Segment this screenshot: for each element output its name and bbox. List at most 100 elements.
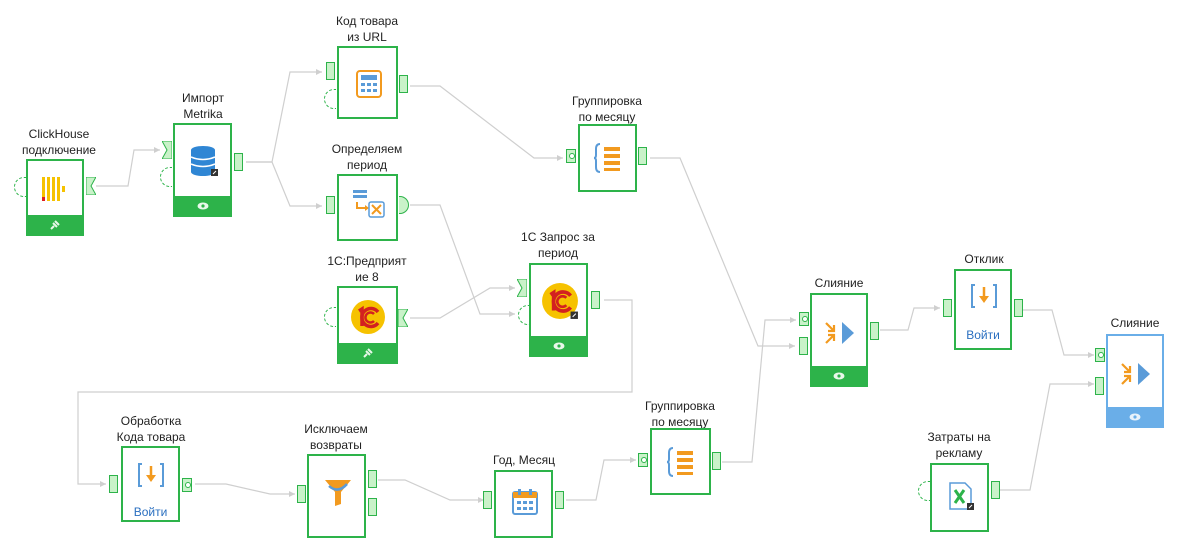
label-line: Metrika (183, 107, 223, 121)
merge-node-1[interactable] (810, 293, 868, 387)
label-line: Отклик (964, 252, 1004, 266)
input-port[interactable] (943, 299, 952, 317)
login-link[interactable]: Войти (966, 328, 1000, 342)
wire (195, 483, 295, 495)
input-port-dot[interactable] (799, 312, 809, 326)
output-port[interactable] (368, 470, 377, 488)
merge-icon (1121, 363, 1150, 385)
node-label: Затраты на рекламу (928, 429, 991, 461)
eye-icon[interactable] (197, 202, 209, 210)
label-line: из URL (347, 30, 387, 44)
onec-query-node[interactable] (529, 263, 588, 357)
label-line: Исключаем (304, 422, 368, 436)
eye-icon[interactable] (1129, 413, 1141, 421)
node-footer (339, 343, 396, 362)
grouping-icon (667, 447, 693, 477)
input-port[interactable] (799, 337, 808, 355)
output-port[interactable] (991, 481, 1000, 499)
database-icon (190, 146, 218, 176)
wire (1022, 309, 1094, 356)
wire (722, 319, 796, 463)
input-port[interactable] (109, 475, 118, 493)
output-port[interactable] (399, 75, 408, 93)
label-line: 1С:Предприят (327, 254, 407, 268)
input-port[interactable] (326, 62, 335, 80)
input-port-dashed[interactable] (14, 177, 26, 197)
label-line: Слияние (1110, 316, 1160, 330)
wire (410, 287, 515, 319)
output-port[interactable] (870, 322, 879, 340)
wire (410, 204, 515, 315)
wire (378, 479, 484, 501)
processing-node[interactable]: Войти (121, 446, 180, 522)
output-port[interactable] (555, 491, 564, 509)
input-port[interactable] (297, 485, 306, 503)
grouping-icon (594, 143, 620, 173)
input-port[interactable] (1095, 377, 1104, 395)
input-port-dashed[interactable] (518, 305, 530, 325)
clickhouse-node[interactable] (26, 159, 84, 236)
wire (77, 299, 633, 485)
wire (1000, 383, 1094, 491)
output-port-flag[interactable] (86, 177, 96, 195)
label-line: ие 8 (355, 270, 379, 284)
wire (246, 71, 322, 163)
node-label: Определяем период (332, 141, 403, 173)
input-port[interactable] (326, 196, 335, 214)
label-line: Группировка (572, 94, 642, 108)
period-node[interactable] (337, 174, 398, 241)
eye-icon[interactable] (833, 372, 845, 380)
label-line: Год, Месяц (493, 453, 555, 467)
node-label: 1С Запрос за период (521, 229, 595, 261)
input-port-dashed[interactable] (160, 167, 172, 187)
node-footer (812, 366, 866, 385)
ad-costs-node[interactable] (930, 463, 989, 532)
input-port-dot[interactable] (638, 453, 648, 467)
output-port[interactable] (638, 147, 647, 165)
input-port-dot[interactable] (1095, 348, 1105, 362)
label-line: подключение (22, 143, 96, 157)
group-by-month-node-2[interactable] (650, 428, 711, 495)
input-port-dashed[interactable] (324, 307, 336, 327)
onec-enterprise-node[interactable] (337, 286, 398, 364)
merge-icon (825, 322, 854, 344)
metrika-node[interactable] (173, 123, 232, 217)
wire (566, 459, 636, 501)
merge-node-2[interactable] (1106, 334, 1164, 428)
label-line: период (347, 158, 387, 172)
pin-icon[interactable] (362, 347, 374, 359)
input-port-dashed[interactable] (324, 89, 336, 109)
input-port-dashed[interactable] (918, 481, 930, 501)
output-port-flag[interactable] (398, 309, 408, 327)
code-url-node[interactable] (337, 46, 398, 119)
output-port[interactable] (234, 153, 243, 171)
output-port[interactable] (1014, 299, 1023, 317)
login-link[interactable]: Войти (133, 505, 168, 519)
year-month-node[interactable] (494, 470, 553, 538)
input-port-flag[interactable] (162, 141, 172, 159)
response-node[interactable]: Войти (954, 269, 1012, 350)
pin-icon[interactable] (49, 219, 61, 231)
input-port-flag[interactable] (517, 279, 527, 297)
output-port[interactable] (591, 291, 600, 309)
label-line: возвраты (310, 438, 362, 452)
output-port-dot[interactable] (182, 478, 192, 492)
group-by-month-node-1[interactable] (578, 124, 637, 192)
node-footer (531, 336, 586, 355)
label-line: рекламу (935, 446, 983, 460)
node-label: Год, Месяц (493, 452, 555, 468)
output-port[interactable] (712, 452, 721, 470)
label-line: Группировка (645, 399, 715, 413)
node-label: Код товара из URL (336, 13, 398, 45)
filter-icon (325, 480, 351, 506)
label-line: Затраты на (927, 430, 991, 444)
output-port[interactable] (368, 498, 377, 516)
exclude-returns-node[interactable] (307, 454, 366, 538)
eye-icon[interactable] (553, 342, 565, 350)
input-port[interactable] (483, 491, 492, 509)
input-port-dot[interactable] (566, 149, 576, 163)
node-label: Группировка по месяцу (572, 93, 642, 125)
formula-icon (353, 190, 385, 218)
calendar-icon (512, 489, 538, 515)
